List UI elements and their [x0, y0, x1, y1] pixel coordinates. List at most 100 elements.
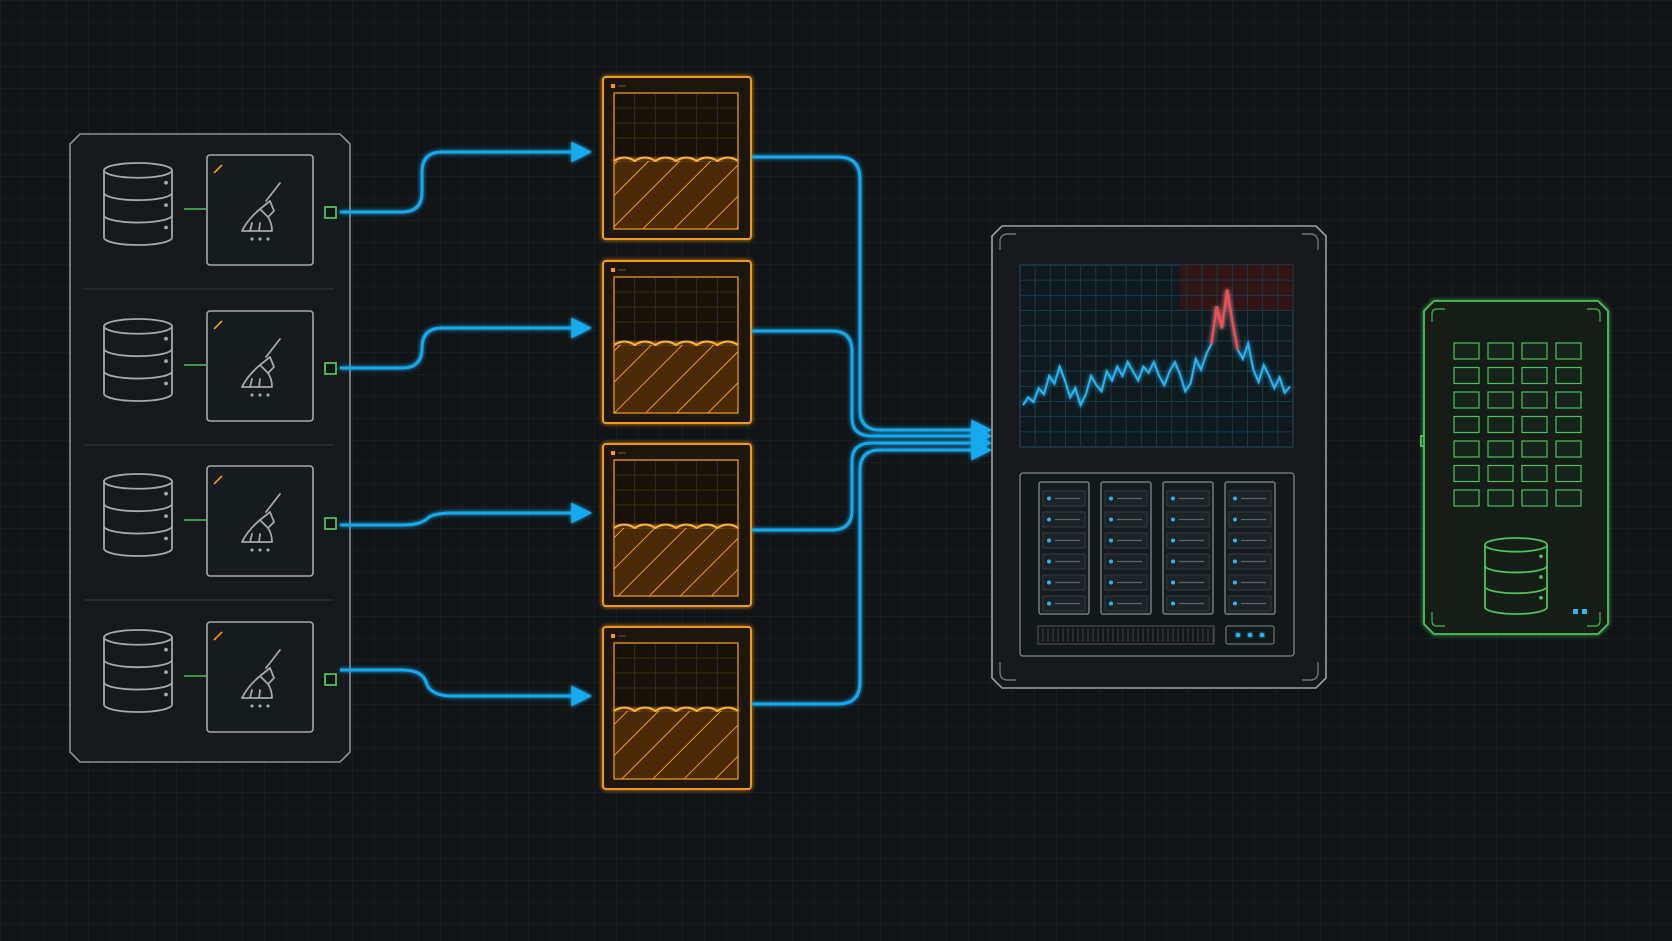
- source-row: [103, 465, 337, 577]
- monitor-panel: [991, 225, 1327, 689]
- database-icon: [103, 162, 173, 246]
- broom-icon: [241, 649, 281, 708]
- fill-surface: [613, 523, 739, 530]
- rack-led: [1171, 601, 1175, 606]
- rack-led: [1047, 496, 1051, 501]
- broom-icon: [241, 493, 281, 552]
- storage-tile: [1487, 391, 1514, 409]
- storage-tile: [1555, 489, 1582, 507]
- storage-tile: [1555, 391, 1582, 409]
- source-row: [103, 310, 337, 422]
- vent-strip: [1037, 625, 1215, 645]
- server-rack: [1162, 481, 1214, 615]
- source-panel: [69, 133, 351, 763]
- server-rack: [1038, 481, 1090, 615]
- rack-led: [1109, 496, 1113, 501]
- status-tick-icon: [213, 320, 223, 330]
- buffer-block: [602, 626, 752, 790]
- rack-led: [1233, 601, 1237, 606]
- rack-led: [1171, 559, 1175, 564]
- storage-tile: [1487, 415, 1514, 434]
- merge-line-3: [752, 432, 993, 532]
- storage-tile: [1555, 464, 1582, 483]
- square-port-icon: [324, 673, 337, 686]
- anomaly-zone: [1180, 265, 1293, 310]
- database-icon: [103, 629, 173, 713]
- rack-led: [1109, 538, 1113, 543]
- rack-led: [1047, 580, 1051, 585]
- rack-led: [1171, 496, 1175, 501]
- broom-icon: [241, 182, 281, 241]
- database-icon: [1484, 537, 1548, 615]
- status-tick-icon: [213, 164, 223, 174]
- storage-tile: [1521, 415, 1548, 434]
- storage-tile: [1555, 342, 1582, 360]
- corner-brackets: [999, 233, 1319, 681]
- buffer-block: [602, 260, 752, 424]
- storage-tile: [1555, 415, 1582, 434]
- rack-led: [1233, 517, 1237, 522]
- storage-tile: [1453, 415, 1480, 434]
- storage-tile: [1453, 489, 1480, 507]
- storage-panel: [1423, 300, 1609, 635]
- square-port-icon: [324, 362, 337, 375]
- broom-icon: [241, 338, 281, 397]
- status-led: [1235, 632, 1241, 638]
- storage-tile: [1521, 391, 1548, 409]
- square-port-icon: [324, 206, 337, 219]
- source-row: [103, 621, 337, 733]
- fill-level: [614, 161, 738, 229]
- status-led-bar: [1225, 625, 1275, 645]
- buffer-block: [602, 76, 752, 240]
- vent-grille: [1042, 628, 1214, 642]
- storage-tile: [1453, 342, 1480, 360]
- merge-line-1: [752, 155, 993, 441]
- storage-tile: [1521, 464, 1548, 483]
- rack-led: [1047, 559, 1051, 564]
- server-rack: [1100, 481, 1152, 615]
- buffer-led-icon: [611, 268, 615, 272]
- status-led: [1247, 632, 1253, 638]
- storage-tile: [1487, 489, 1514, 507]
- source-row: [103, 154, 337, 266]
- storage-tile: [1521, 366, 1548, 385]
- storage-tile: [1521, 489, 1548, 507]
- server-rack: [1224, 481, 1276, 615]
- storage-tile: [1453, 391, 1480, 409]
- rack-led: [1047, 517, 1051, 522]
- flow-line-2: [340, 317, 593, 370]
- storage-tile: [1453, 440, 1480, 458]
- rack-led: [1171, 538, 1175, 543]
- database-icon: [103, 318, 173, 402]
- anomaly-spike: [1210, 289, 1239, 350]
- chart-grid: [1020, 265, 1293, 447]
- fill-surface: [613, 340, 739, 347]
- buffer-led-icon: [611, 84, 615, 88]
- square-port-icon: [324, 517, 337, 530]
- storage-grid: [1453, 342, 1582, 507]
- rack-led: [1109, 517, 1113, 522]
- status-tick-icon: [213, 631, 223, 641]
- fill-level: [614, 345, 738, 413]
- storage-tile: [1487, 342, 1514, 360]
- rack-led: [1233, 559, 1237, 564]
- fill-level: [614, 528, 738, 596]
- rack-led: [1171, 580, 1175, 585]
- flow-line-1: [340, 141, 593, 214]
- storage-tile: [1521, 440, 1548, 458]
- server-bay: [1019, 472, 1295, 657]
- rack-led: [1233, 580, 1237, 585]
- rack-led: [1109, 559, 1113, 564]
- storage-tile: [1453, 366, 1480, 385]
- status-dot: [1573, 609, 1578, 614]
- merge-line-4: [752, 439, 993, 706]
- storage-tile: [1555, 366, 1582, 385]
- rack-led: [1109, 601, 1113, 606]
- status-led: [1259, 632, 1265, 638]
- rack-led: [1233, 496, 1237, 501]
- fill-surface: [613, 706, 739, 713]
- merge-line-2: [752, 329, 993, 447]
- storage-tile: [1487, 366, 1514, 385]
- status-dot: [1582, 609, 1587, 614]
- fill-level: [614, 711, 738, 779]
